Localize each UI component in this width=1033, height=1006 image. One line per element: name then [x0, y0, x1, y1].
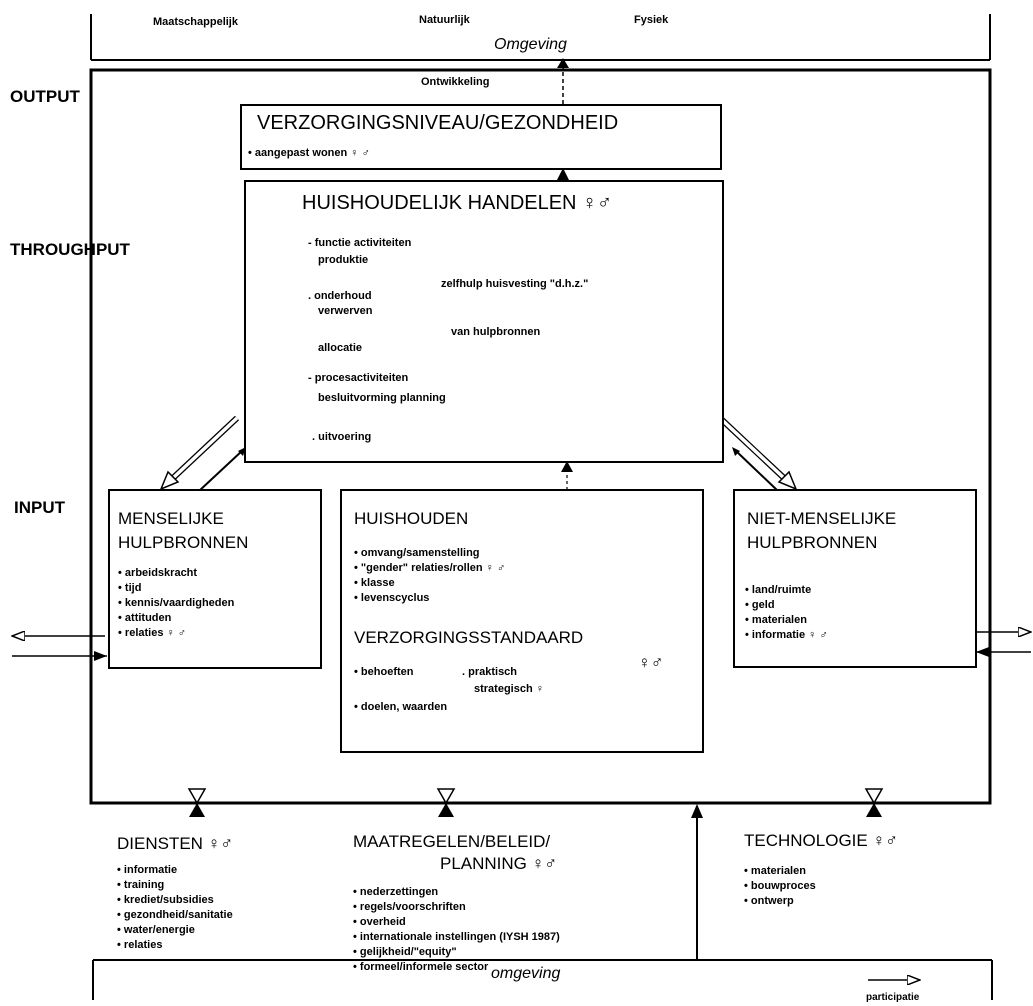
niet-menselijke-hulpbronnen-box: NIET-MENSELIJKE HULPBRONNEN land/ruimte … [733, 489, 977, 668]
list-item: tijd [118, 581, 234, 596]
technologie-list: materialen bouwproces ontwerp [744, 864, 816, 909]
huishoudelijk-title: HUISHOUDELIJK HANDELEN ♀♂ [302, 192, 613, 214]
list-item: kennis/vaardigheden [118, 596, 234, 611]
onderhoud-label: . onderhoud [308, 290, 372, 302]
list-item: informatie [117, 863, 233, 878]
right-double-arrow [717, 415, 798, 492]
technologie-title: TECHNOLOGIE ♀♂ [744, 831, 898, 850]
besluitvorming-label: besluitvorming planning [318, 392, 446, 404]
maatregelen-list: nederzettingen regels/voorschriften over… [353, 885, 560, 975]
list-item: training [117, 878, 233, 893]
list-item: overheid [353, 915, 560, 930]
menselijke-list: arbeidskracht tijd kennis/vaardigheden a… [118, 566, 234, 641]
list-item: levenscyclus [354, 591, 505, 606]
env-label-maatschappelijk: Maatschappelijk [153, 16, 238, 28]
top-omgeving-title: Omgeving [494, 36, 567, 53]
huishouden-title: HUISHOUDEN [354, 509, 469, 528]
menselijke-title-1: MENSELIJKE [118, 509, 224, 528]
maatregelen-title-2: PLANNING ♀♂ [440, 854, 558, 873]
list-item: land/ruimte [745, 583, 828, 598]
list-item: materialen [744, 864, 816, 879]
list-item: regels/voorschriften [353, 900, 560, 915]
env-label-natuurlijk: Natuurlijk [419, 14, 470, 26]
env-label-fysiek: Fysiek [634, 14, 669, 26]
list-item: gelijkheid/"equity" [353, 945, 560, 960]
list-item: gezondheid/sanitatie [117, 908, 233, 923]
verzorgingsstandaard-title: VERZORGINGSSTANDAARD [354, 628, 584, 647]
doelen-label: • doelen, waarden [354, 701, 448, 713]
func-activities-label: - functie activiteiten [308, 237, 412, 249]
list-item: water/energie [117, 923, 233, 938]
list-item: informatie ♀ ♂ [745, 628, 828, 643]
level-throughput: THROUGHPUT [10, 240, 130, 259]
diensten-title: DIENSTEN ♀♂ [117, 834, 234, 853]
list-item: relaties [117, 938, 233, 953]
hulpbronnen-label: van hulpbronnen [451, 326, 541, 338]
uitvoering-label: . uitvoering [312, 431, 372, 443]
verzorgingsstandaard-symbols: ♀♂ [638, 653, 664, 672]
list-item: formeel/informele sector [353, 960, 560, 975]
right-exchange-arrows [976, 632, 1031, 657]
list-item: "gender" relaties/rollen ♀ ♂ [354, 561, 505, 576]
bottom-valves [187, 788, 884, 817]
list-item: ontwerp [744, 894, 816, 909]
list-item: krediet/subsidies [117, 893, 233, 908]
strategisch-label: strategisch ♀ [474, 683, 544, 695]
list-item: geld [745, 598, 828, 613]
niet-menselijke-title-2: HULPBRONNEN [747, 533, 878, 552]
praktisch-label: . praktisch [462, 666, 518, 678]
menselijke-hulpbronnen-box: MENSELIJKE HULPBRONNEN arbeidskracht tij… [108, 489, 322, 669]
verzorgingsniveau-box: VERZORGINGSNIVEAU/GEZONDHEID aangepast w… [240, 104, 722, 170]
list-item: internationale instellingen (IYSH 1987) [353, 930, 560, 945]
development-label: Ontwikkeling [421, 76, 490, 88]
huishoudelijk-handelen-box: HUISHOUDELIJK HANDELEN ♀♂ - functie acti… [244, 180, 724, 463]
list-item: attituden [118, 611, 234, 626]
bottom-omgeving-title: omgeving [491, 965, 561, 982]
list-item: relaties ♀ ♂ [118, 626, 234, 641]
allocatie-label: allocatie [318, 342, 363, 354]
verwerven-label: verwerven [318, 305, 373, 317]
list-item: arbeidskracht [118, 566, 234, 581]
niet-menselijke-list: land/ruimte geld materialen informatie ♀… [745, 583, 828, 643]
huishouden-list: omvang/samenstelling "gender" relaties/r… [354, 546, 505, 606]
level-input: INPUT [14, 498, 65, 517]
list-item: materialen [745, 613, 828, 628]
level-output: OUTPUT [10, 87, 80, 106]
list-item: omvang/samenstelling [354, 546, 505, 561]
huishouden-to-handelen-arrow [561, 461, 573, 472]
maatregelen-title-1: MAATREGELEN/BELEID/ [353, 832, 551, 851]
huishouden-box: HUISHOUDEN omvang/samenstelling "gender"… [340, 489, 704, 753]
produktie-label: produktie [318, 254, 369, 266]
verzorgingsniveau-title: VERZORGINGSNIVEAU/GEZONDHEID [257, 112, 619, 134]
list-item: nederzettingen [353, 885, 560, 900]
diensten-list: informatie training krediet/subsidies ge… [117, 863, 233, 953]
top-environment-bracket [90, 14, 991, 61]
list-item: klasse [354, 576, 505, 591]
list-item: bouwproces [744, 879, 816, 894]
procesactiviteiten-label: - procesactiviteiten [308, 372, 409, 384]
niet-menselijke-title-1: NIET-MENSELIJKE [747, 509, 897, 528]
behoeften-label: • behoeften [354, 666, 414, 678]
menselijke-title-2: HULPBRONNEN [118, 533, 249, 552]
list-item: aangepast wonen ♀ ♂ [248, 146, 370, 161]
legend-label: participatie [866, 992, 920, 1003]
zelfhulp-label: zelfhulp huisvesting "d.h.z." [441, 278, 589, 290]
handelen-to-niveau-arrow [557, 168, 569, 180]
left-double-arrow [159, 415, 246, 492]
system-frame [89, 68, 992, 805]
verzorgingsniveau-list: aangepast wonen ♀ ♂ [248, 146, 370, 161]
left-exchange-arrows [12, 636, 107, 661]
